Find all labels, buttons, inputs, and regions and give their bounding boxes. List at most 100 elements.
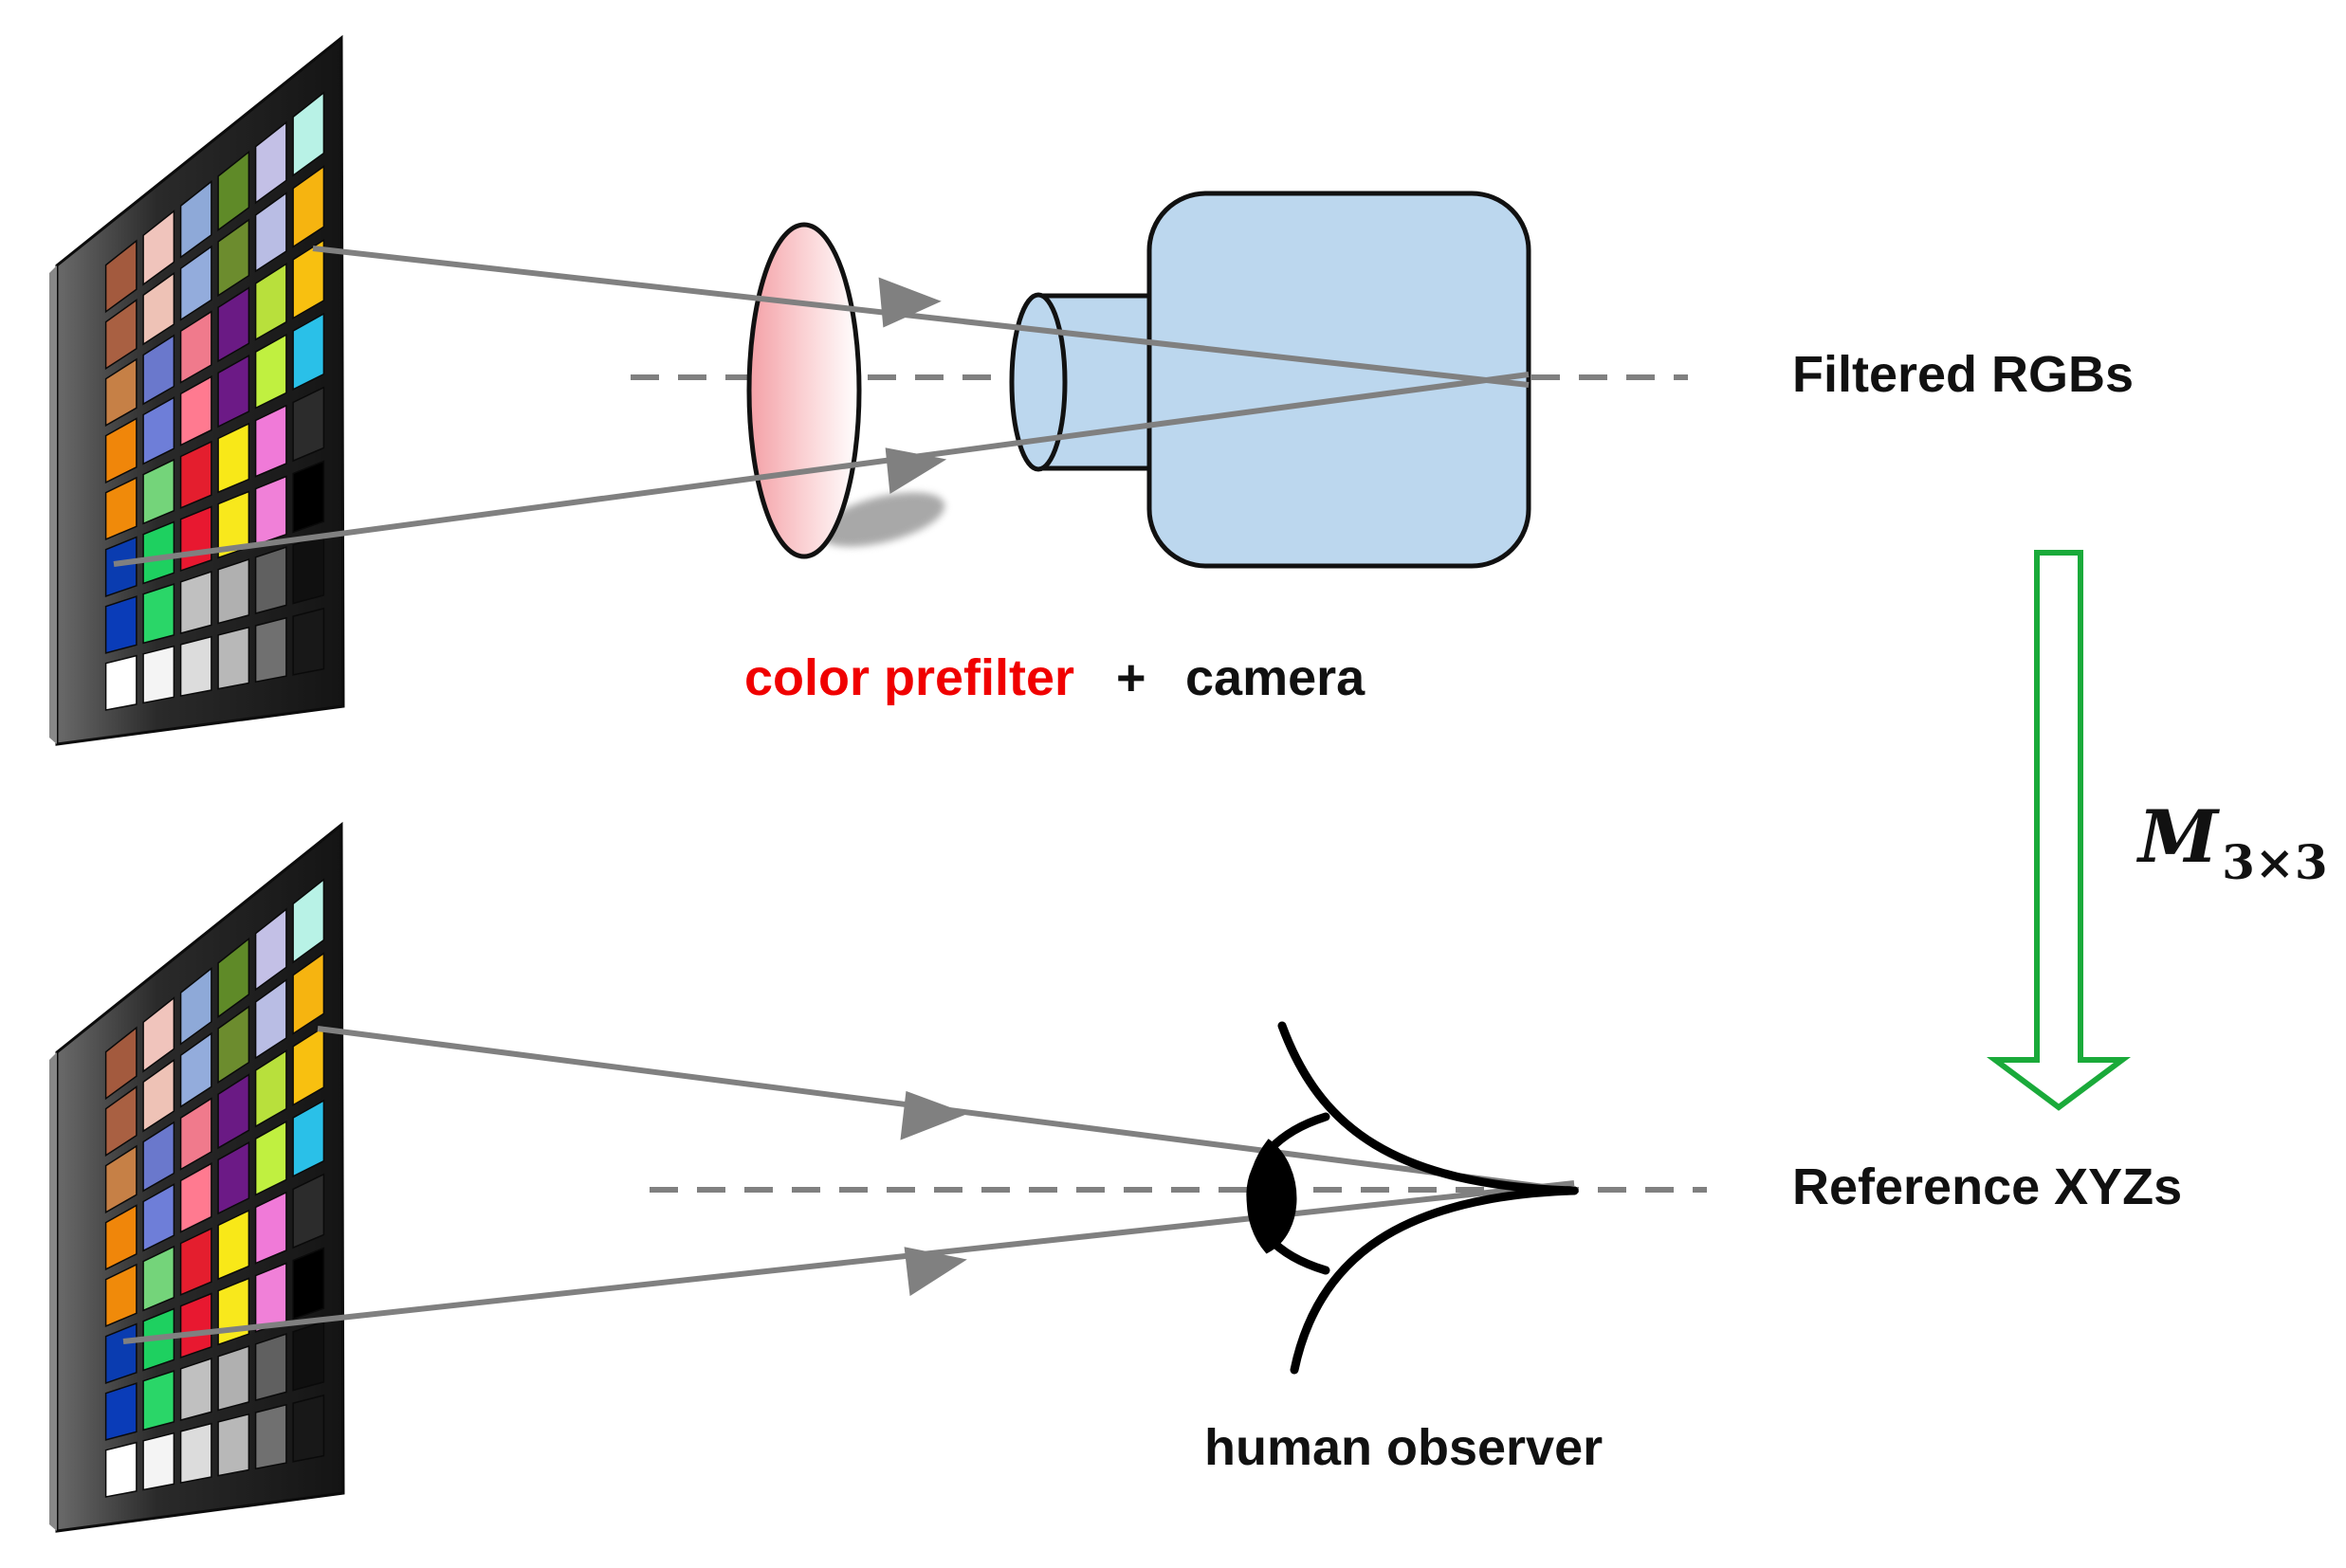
- color-patch: [254, 978, 287, 1060]
- color-patch: [217, 422, 250, 494]
- checker-patch-grid: [104, 91, 325, 711]
- color-patch: [292, 312, 325, 392]
- color-patch: [217, 1345, 250, 1412]
- ray-arrow-head: [900, 1090, 968, 1140]
- color-patch: [292, 1025, 325, 1106]
- color-patch: [179, 1358, 212, 1421]
- color-patch: [217, 218, 250, 298]
- color-patch: [292, 1394, 325, 1463]
- color-patch: [142, 271, 175, 346]
- color-patch: [217, 1277, 250, 1346]
- human-observer-label: human observer: [1204, 1419, 1604, 1476]
- color-patch: [217, 626, 250, 690]
- color-patch: [142, 1245, 175, 1312]
- camera-body: [1146, 191, 1531, 569]
- color-patch: [104, 595, 137, 654]
- color-checker-chart-bottom: [49, 821, 345, 1533]
- color-patch: [254, 1120, 287, 1196]
- conversion-arrow: [1986, 550, 2132, 1111]
- color-patch: [179, 440, 212, 509]
- color-patch: [217, 558, 250, 625]
- checker-frame-edge: [49, 265, 57, 744]
- color-patch: [179, 310, 212, 384]
- color-patch: [104, 1026, 137, 1101]
- human-eye-icon: [1246, 1021, 1579, 1375]
- color-patch: [179, 1422, 212, 1485]
- color-patch: [254, 191, 287, 273]
- color-patch: [104, 239, 137, 314]
- color-patch: [292, 1321, 325, 1392]
- color-patch: [104, 1441, 137, 1498]
- eye-lower-curve: [1290, 1186, 1579, 1375]
- color-patch: [254, 1333, 287, 1401]
- color-patch: [142, 1058, 175, 1133]
- color-patch: [292, 91, 325, 177]
- color-patch: [292, 1247, 325, 1321]
- color-patch: [142, 334, 175, 406]
- color-patch: [217, 937, 250, 1019]
- color-patch: [179, 245, 212, 321]
- ray-arrow-head: [885, 447, 947, 495]
- color-patch: [142, 210, 175, 286]
- color-patch: [292, 460, 325, 534]
- color-patch: [292, 165, 325, 248]
- color-patch: [217, 1140, 250, 1215]
- checker-frame-edge: [49, 1052, 57, 1531]
- color-patch: [254, 404, 287, 478]
- matrix-symbol: M: [2138, 794, 2219, 879]
- eye-upper-curve: [1277, 1021, 1579, 1195]
- color-patch: [104, 1085, 137, 1158]
- color-patch: [179, 375, 212, 447]
- color-patch: [104, 476, 137, 541]
- color-patch: [104, 536, 137, 597]
- color-patch: [142, 396, 175, 465]
- color-patch: [254, 616, 287, 684]
- color-patch: [292, 534, 325, 605]
- color-patch: [217, 1413, 250, 1477]
- color-patch: [179, 1227, 212, 1296]
- color-patch: [179, 571, 212, 634]
- color-patch: [217, 354, 250, 428]
- color-patch: [104, 417, 137, 484]
- color-checker-chart-top: [49, 34, 345, 746]
- color-patch: [179, 1292, 212, 1358]
- color-patch: [217, 1005, 250, 1085]
- color-patch: [292, 1173, 325, 1249]
- color-patch: [292, 607, 325, 676]
- color-prefilter-lens: [746, 222, 862, 559]
- color-patch: [142, 996, 175, 1073]
- ray-arrow-head: [878, 277, 942, 328]
- color-patch: [254, 1191, 287, 1265]
- color-patch: [217, 286, 250, 363]
- color-patch: [142, 1121, 175, 1193]
- color-patch: [292, 878, 325, 964]
- plus-sign: +: [1116, 649, 1146, 706]
- color-patch: [104, 654, 137, 711]
- color-patch: [179, 1031, 212, 1108]
- color-prefilter-label: color prefilter: [744, 649, 1075, 706]
- color-patch: [104, 357, 137, 428]
- color-patch: [292, 386, 325, 463]
- color-patch: [104, 1382, 137, 1441]
- ray-arrow-head: [904, 1247, 967, 1297]
- camera: [1009, 191, 1531, 569]
- matrix-subscript: 3×3: [2222, 834, 2328, 890]
- reference-xyzs-label: Reference XYZs: [1792, 1158, 2183, 1215]
- color-patch: [142, 1370, 175, 1431]
- color-patch: [104, 299, 137, 371]
- color-patch: [104, 1263, 137, 1328]
- matrix-label: M3×3: [2138, 801, 2328, 886]
- color-patch: [142, 583, 175, 645]
- color-patch: [179, 1097, 212, 1171]
- color-patch: [142, 645, 175, 704]
- color-patch: [254, 546, 287, 614]
- color-patch: [254, 120, 287, 205]
- color-patch: [254, 1049, 287, 1128]
- color-patch: [179, 1162, 212, 1233]
- color-patch: [142, 1431, 175, 1491]
- camera-lens-front: [1009, 292, 1068, 472]
- color-patch: [217, 1209, 250, 1281]
- color-patch: [254, 333, 287, 410]
- camera-label: camera: [1185, 649, 1365, 706]
